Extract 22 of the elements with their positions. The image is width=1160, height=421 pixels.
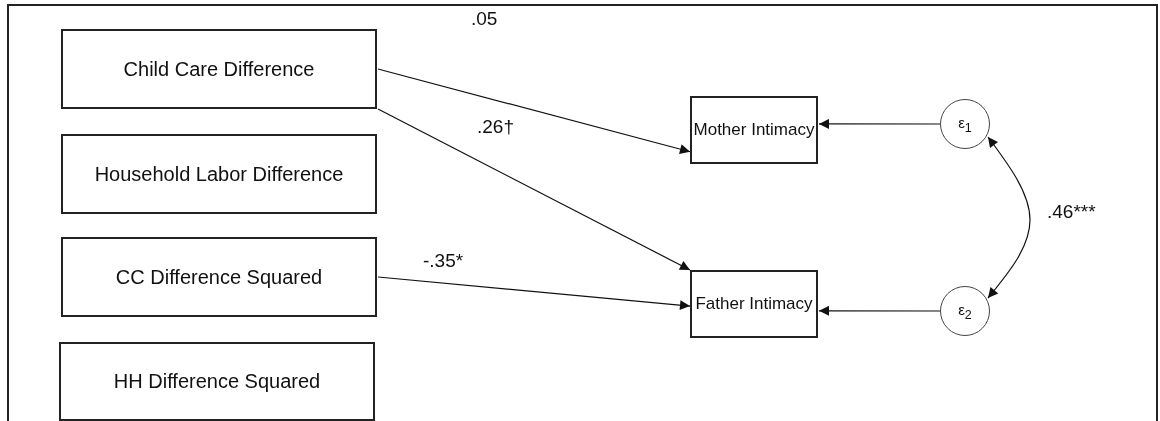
variable-box: [61, 29, 377, 109]
node-label: Mother Intimacy: [693, 120, 815, 140]
error-term-circle: [940, 286, 990, 336]
node-label: ε$_{2}$: [958, 300, 972, 322]
node-label: Household Labor Difference: [94, 162, 344, 186]
node-label: ε$_{1}$: [958, 113, 972, 135]
node-label: HH Difference Squared: [113, 370, 321, 393]
error-term-circle: [940, 99, 990, 149]
arrow: [377, 68, 691, 155]
arrow: [818, 305, 941, 316]
node-label: Father Intimacy: [695, 294, 813, 314]
variable-box: [59, 342, 375, 421]
arrow: [377, 276, 691, 311]
variable-box: [690, 96, 818, 164]
node-label: Child Care Difference: [123, 57, 315, 81]
variable-box: [690, 270, 818, 338]
double-headed-arrow: [987, 136, 1031, 299]
node-label: CC Difference Squared: [115, 265, 323, 289]
variable-box: [61, 237, 377, 317]
variable-box: [61, 134, 377, 214]
arrow: [818, 118, 941, 129]
arrow: [377, 108, 691, 271]
